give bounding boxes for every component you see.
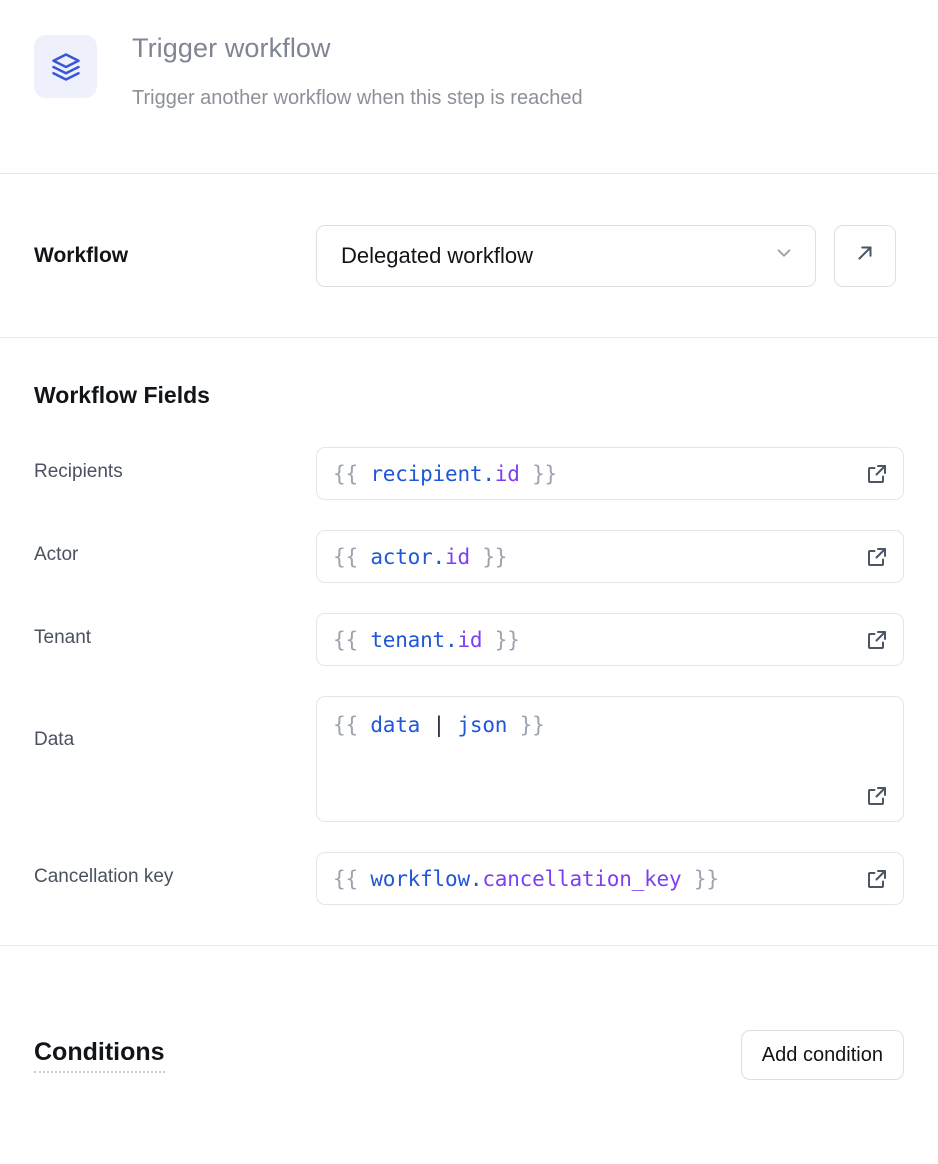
- workflow-field-row: Data {{ data | json }}: [34, 696, 904, 822]
- code-token: id: [457, 627, 483, 652]
- field-value-code: {{ workflow.cancellation_key }}: [333, 867, 719, 891]
- workflow-select-value: Delegated workflow: [341, 242, 533, 268]
- external-link-icon[interactable]: [864, 627, 890, 653]
- chevron-down-icon: [773, 242, 795, 269]
- code-token: {{: [333, 627, 371, 652]
- code-token: {{: [333, 544, 371, 569]
- code-token: }}: [681, 866, 719, 891]
- field-value-code: {{ data | json }}: [333, 713, 545, 737]
- code-token: actor.: [370, 544, 446, 569]
- code-token: }}: [519, 461, 558, 486]
- conditions-title: Conditions: [34, 1038, 165, 1073]
- code-token: cancellation_key: [482, 866, 682, 891]
- field-label: Cancellation key: [34, 866, 174, 887]
- layers-stack-icon: [34, 35, 97, 98]
- code-token: |: [420, 713, 458, 737]
- code-token: }}: [507, 713, 545, 737]
- field-label: Data: [34, 729, 75, 750]
- code-token: tenant.: [370, 627, 458, 652]
- conditions-section: Conditions Add condition: [0, 946, 938, 1164]
- code-token: }}: [469, 544, 508, 569]
- field-input[interactable]: {{ actor.id }}: [316, 530, 904, 583]
- workflow-section: Workflow Delegated workflow: [0, 174, 938, 338]
- workflow-fields-list: Recipients{{ recipient.id }}Actor{{ acto…: [34, 447, 904, 905]
- workflow-field-row: Cancellation key {{ workflow.cancellation…: [34, 852, 904, 905]
- field-input[interactable]: {{ recipient.id }}: [316, 447, 904, 500]
- workflow-select[interactable]: Delegated workflow: [316, 224, 816, 287]
- code-token: data: [370, 713, 421, 737]
- external-link-icon[interactable]: [864, 866, 890, 892]
- workflow-fields-heading: Workflow Fields: [34, 382, 210, 408]
- field-value-code: {{ recipient.id }}: [333, 462, 557, 486]
- field-label: Actor: [34, 544, 79, 565]
- page-subtitle: Trigger another workflow when this step …: [132, 87, 583, 110]
- code-token: recipient.: [370, 461, 495, 486]
- external-link-icon[interactable]: [864, 783, 890, 809]
- workflow-field-row: Recipients {{ recipient.id }}: [34, 447, 904, 500]
- field-label: Tenant: [34, 627, 92, 648]
- code-token: {{: [333, 713, 371, 737]
- field-label: Recipients: [34, 461, 123, 482]
- field-input[interactable]: {{ data | json }}: [316, 696, 904, 822]
- code-token: workflow.: [370, 866, 483, 891]
- panel-header: Trigger workflow Trigger another workflo…: [0, 0, 938, 174]
- workflow-field-row: Tenant {{ tenant.id }}: [34, 613, 904, 666]
- code-token: json: [457, 713, 508, 737]
- field-value-code: {{ tenant.id }}: [333, 628, 520, 652]
- header-text-block: Trigger workflow Trigger another workflo…: [132, 30, 583, 110]
- code-token: id: [494, 461, 520, 486]
- workflow-fields-section: Workflow Fields Recipients{{ recipient.i…: [0, 338, 938, 946]
- external-link-icon[interactable]: [864, 544, 890, 570]
- field-input[interactable]: {{ workflow.cancellation_key }}: [316, 852, 904, 905]
- arrow-up-right-icon: [854, 242, 876, 269]
- code-token: id: [445, 544, 470, 569]
- page-title: Trigger workflow: [132, 33, 331, 63]
- field-value-code: {{ actor.id }}: [333, 545, 507, 569]
- add-condition-button[interactable]: Add condition: [740, 1030, 904, 1080]
- open-workflow-button[interactable]: [834, 224, 896, 287]
- code-token: {{: [333, 866, 371, 891]
- code-token: }}: [482, 627, 520, 652]
- external-link-icon[interactable]: [864, 461, 890, 487]
- workflow-label: Workflow: [34, 243, 129, 267]
- field-input[interactable]: {{ tenant.id }}: [316, 613, 904, 666]
- workflow-field-row: Actor {{ actor.id }}: [34, 530, 904, 583]
- code-token: {{: [333, 461, 371, 486]
- workflow-select-group: Delegated workflow: [316, 224, 896, 287]
